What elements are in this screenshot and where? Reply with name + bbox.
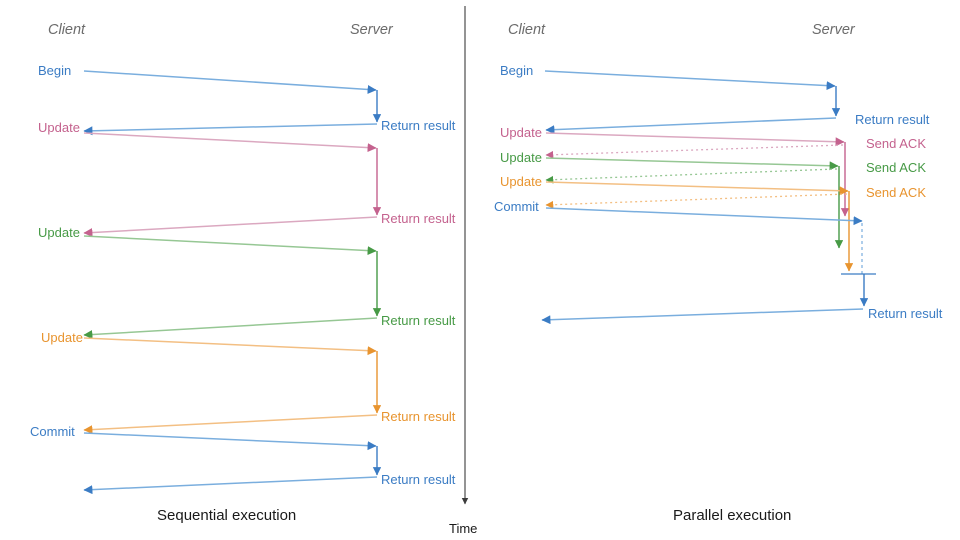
p-msg-update3-ack <box>545 193 848 209</box>
msg-update1-response <box>83 216 378 238</box>
label-return-commit-parallel: Return result <box>868 306 943 321</box>
caption-parallel: Parallel execution <box>673 507 792 524</box>
parallel-panel-wires <box>541 70 876 325</box>
label-ack2-parallel: Send ACK <box>866 160 926 175</box>
label-update3-parallel: Update <box>500 174 542 189</box>
label-commit-sequential: Commit <box>30 424 75 439</box>
client-header-parallel: Client <box>508 22 546 38</box>
p-msg-update1-request <box>545 132 845 147</box>
p-msg-begin-request <box>544 70 836 91</box>
label-begin-sequential: Begin <box>38 63 72 78</box>
label-update1-parallel: Update <box>500 125 542 140</box>
msg-update2-request <box>83 235 377 256</box>
label-begin-parallel: Begin <box>500 63 534 78</box>
time-axis-label: Time <box>449 521 478 536</box>
label-update2-parallel: Update <box>500 150 542 165</box>
server-header-parallel: Server <box>812 22 855 38</box>
p-msg-update2-ack <box>545 168 838 184</box>
label-return-begin-parallel: Return result <box>855 112 930 127</box>
msg-begin-request <box>83 70 377 94</box>
server-header-sequential: Server <box>350 22 393 38</box>
msg-update2-response <box>83 317 378 340</box>
label-commit-parallel: Commit <box>494 199 539 214</box>
p-msg-commit-response <box>541 308 864 325</box>
msg-update3-response <box>83 414 378 435</box>
p-msg-update2-request <box>545 157 839 171</box>
p-msg-update1-ack <box>545 144 844 159</box>
label-return-begin-sequential: Return result <box>381 118 456 133</box>
label-update1-sequential: Update <box>38 120 80 135</box>
label-return-commit-sequential: Return result <box>381 472 456 487</box>
sequential-panel-wires <box>83 70 382 495</box>
client-header-sequential: Client <box>48 22 86 38</box>
label-ack3-parallel: Send ACK <box>866 185 926 200</box>
msg-update3-request <box>83 337 377 356</box>
label-return-update2-sequential: Return result <box>381 313 456 328</box>
label-return-update3-sequential: Return result <box>381 409 456 424</box>
msg-update1-request <box>83 132 377 153</box>
p-msg-update3-request <box>545 181 849 196</box>
label-return-update1-sequential: Return result <box>381 211 456 226</box>
label-ack1-parallel: Send ACK <box>866 136 926 151</box>
label-update3-sequential: Update <box>41 330 83 345</box>
p-msg-commit-request <box>545 207 863 226</box>
caption-sequential: Sequential execution <box>157 507 297 524</box>
label-update2-sequential: Update <box>38 225 80 240</box>
msg-begin-response <box>83 123 378 136</box>
msg-commit-request <box>83 432 377 451</box>
msg-commit-response <box>83 476 378 495</box>
p-msg-begin-response <box>545 117 837 135</box>
